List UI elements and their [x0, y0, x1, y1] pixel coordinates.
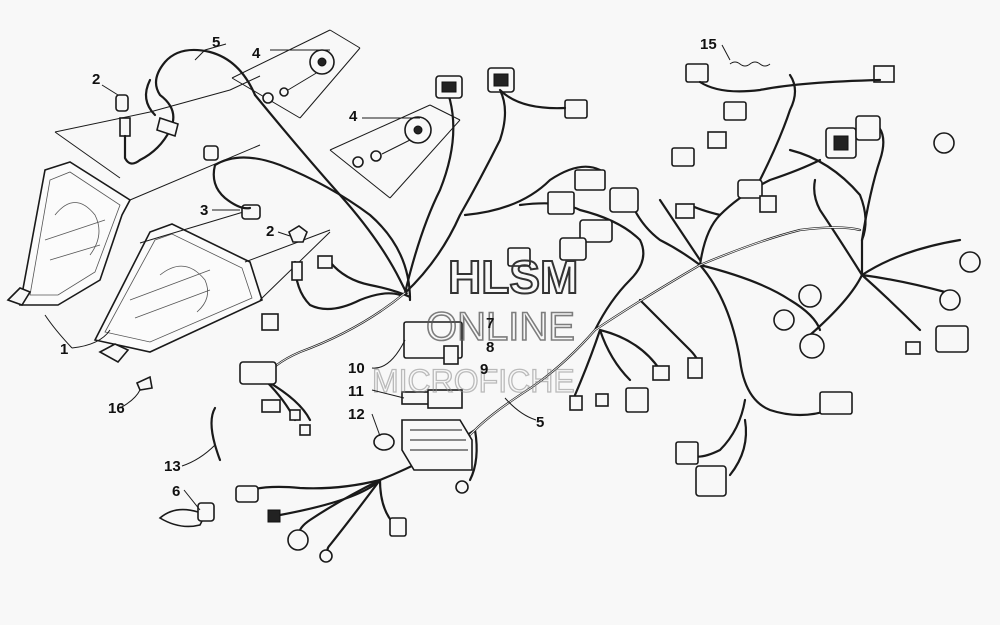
- callout-16: 16: [108, 400, 125, 417]
- callout-2: 2: [92, 71, 100, 88]
- fuse-relay-block: [401, 321, 473, 471]
- headlight-left: [6, 161, 132, 306]
- callout-9: 8: [486, 339, 494, 356]
- callout-12: 11: [348, 383, 364, 400]
- callout-4: 4: [252, 45, 261, 62]
- callout-1: 1: [60, 341, 68, 358]
- watermark: HLSM ONLINE MICROFICHE: [371, 250, 579, 400]
- callout-13: 12: [348, 406, 365, 423]
- callout-15: 15: [700, 36, 717, 53]
- callout-5: 5: [212, 34, 220, 51]
- callout-14: 13: [164, 458, 181, 475]
- headlight-right: [93, 223, 263, 364]
- watermark-line-3: MICROFICHE: [372, 363, 575, 399]
- callout-6: 5: [536, 414, 544, 431]
- callout-2: 2: [266, 223, 274, 240]
- callout-7: 6: [172, 483, 180, 500]
- callout-3: 3: [200, 202, 208, 219]
- exploded-view-lines: [54, 29, 461, 301]
- watermark-line-2: ONLINE: [426, 305, 575, 349]
- bulb-socket-lower: [203, 145, 308, 243]
- callout-4: 4: [349, 108, 358, 125]
- connectors: [235, 63, 981, 563]
- watermark-line-1: HLSM: [448, 251, 578, 303]
- callout-labels: 2 5 4 4 3 2 1 16 13 6 7 8 9 10 11 12 5 1…: [60, 34, 717, 500]
- callout-8: 7: [486, 315, 494, 332]
- callout-10: 9: [480, 361, 488, 378]
- callout-leaders: [44, 43, 731, 511]
- bulb-socket-upper: [115, 94, 142, 165]
- headlight-adjuster-lower: [352, 116, 432, 168]
- callout-11: 10: [348, 360, 365, 377]
